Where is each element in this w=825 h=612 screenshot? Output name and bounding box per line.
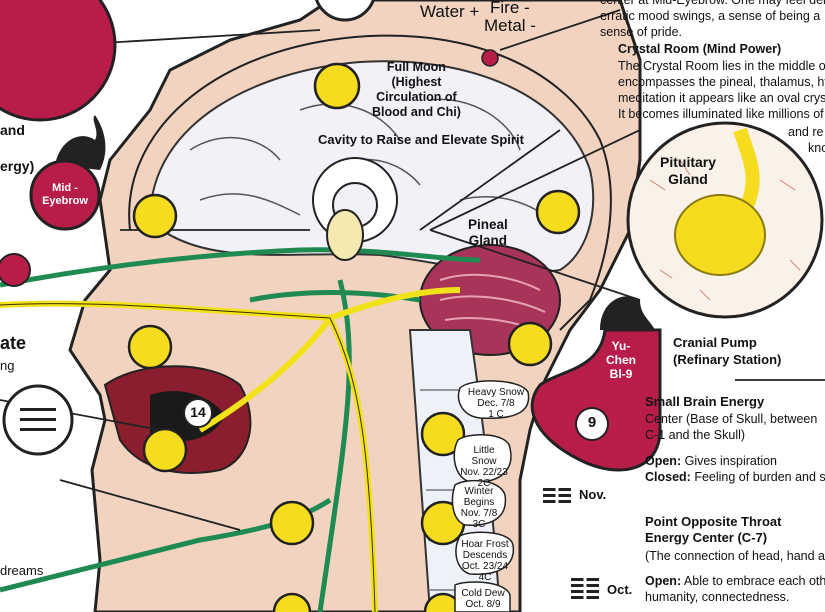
- trigram-oct-icon: [571, 578, 599, 602]
- fire-label: Fire -: [490, 0, 530, 17]
- cavity-label: Cavity to Raise and Elevate Spirit: [318, 132, 524, 147]
- pineal-label: Pineal Gland: [468, 217, 508, 248]
- crimson-circle-top-left: [0, 0, 117, 122]
- throat-heading: Point Opposite Throat Energy Center (C-7…: [645, 514, 782, 545]
- mid-eyebrow-text: Mid - Eyebrow: [42, 182, 88, 207]
- skull-outline: [128, 34, 612, 331]
- crystal-room-fragment: and re: [788, 125, 824, 139]
- left-partial-ate: ate: [0, 333, 27, 353]
- season-cold-dew: Cold Dew Oct. 8/9: [461, 588, 505, 610]
- season-hoar-frost: Hoar Frost Descends Oct. 23/24 4C: [461, 539, 509, 583]
- season-little-snow: Little Snow Nov. 22/23 2C: [460, 445, 508, 489]
- season-bubbles: [451, 380, 530, 612]
- small-brain-text: Center (Base of Skull, between C-1 and t…: [645, 412, 818, 442]
- badge-14: 14: [190, 404, 206, 420]
- small-brain-heading: Small Brain Energy: [645, 394, 765, 409]
- season-heavy-snow: Heavy Snow Dec. 7/8 1 C: [467, 387, 525, 420]
- energy-centers: [127, 62, 581, 612]
- yu-chen-text: Yu- Chen Bl-9: [606, 339, 636, 381]
- badge-9: 9: [587, 414, 597, 431]
- water-label: Water +: [420, 2, 480, 21]
- crystal-room-fragment: kno: [808, 141, 825, 155]
- crystal-room-oval: [326, 209, 364, 261]
- crystal-room-text: The Crystal Room lies in the middle o en…: [618, 59, 825, 121]
- full-moon-label: Full Moon (Highest Circulation of Blood …: [372, 60, 461, 119]
- mid-eyebrow-badge: [29, 159, 101, 231]
- yu-chen-shape: [530, 328, 662, 472]
- nov-label: Nov.: [579, 487, 607, 502]
- left-partial-ergy: ergy): [0, 158, 35, 174]
- throat-text: (The connection of head, hand a: [645, 549, 825, 563]
- metal-label: Metal -: [484, 16, 536, 35]
- oct-label: Oct.: [607, 582, 633, 597]
- pituitary-label: Pituitary Gland: [660, 154, 717, 187]
- crown-circle: [315, 0, 375, 22]
- left-partial-ng: ng: [0, 358, 15, 373]
- small-brain-open: Open: Gives inspiration: [645, 454, 777, 468]
- left-partial-and: and: [0, 122, 25, 138]
- trigram-nov-icon: [543, 488, 571, 506]
- left-partial-dreams: dreams: [0, 563, 44, 578]
- season-winter-begins: Winter Begins Nov. 7/8 3C: [460, 486, 498, 530]
- cranial-pump-label: Cranial Pump (Refinary Station): [673, 335, 782, 367]
- crystal-room-heading: Crystal Room (Mind Power): [618, 42, 782, 56]
- top-right-text: center at Mid-Eyebrow. One may feel deli…: [600, 0, 825, 39]
- throat-open: Open: Able to embrace each oth humanity,…: [645, 574, 825, 604]
- small-brain-closed: Closed: Feeling of burden and s: [645, 470, 825, 484]
